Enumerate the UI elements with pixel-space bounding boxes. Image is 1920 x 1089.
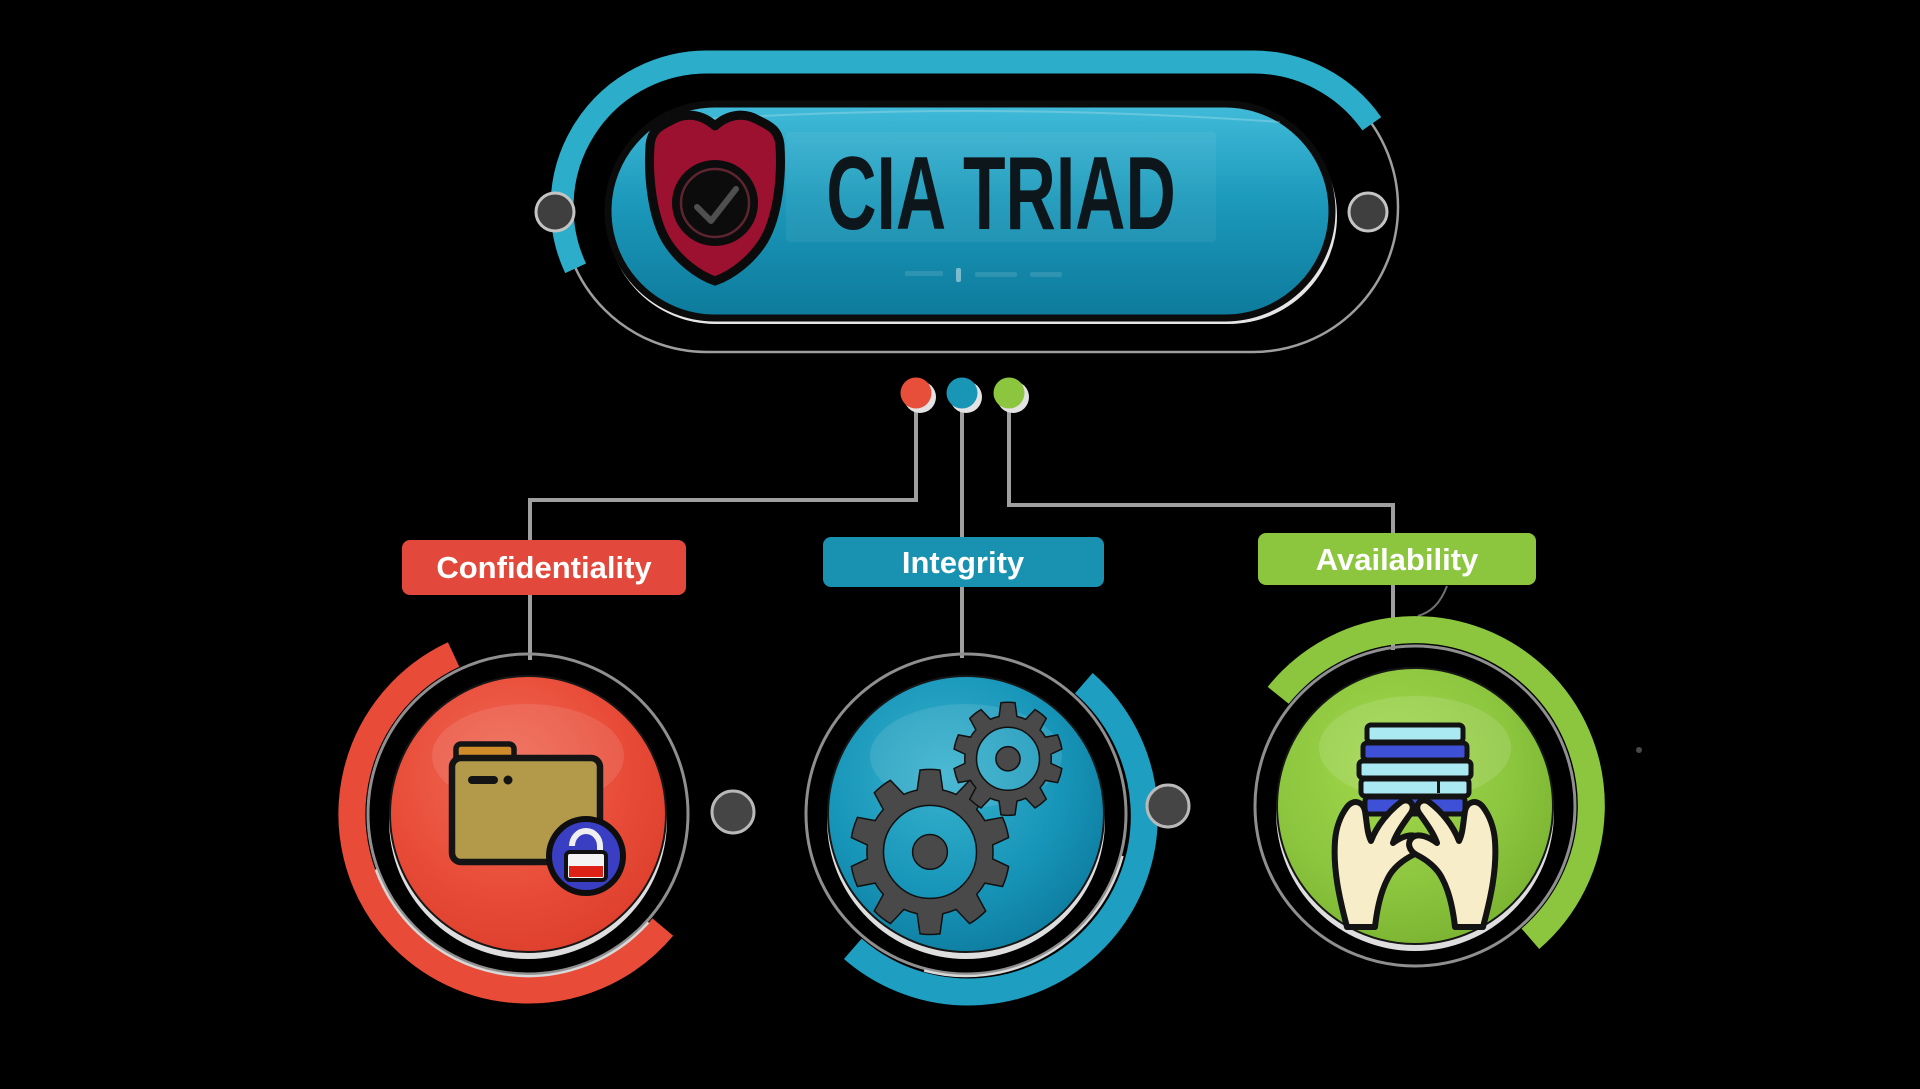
title-text: CIA TRIAD bbox=[826, 135, 1176, 251]
watermark-smudge bbox=[905, 268, 1062, 282]
shield-badge-circle bbox=[672, 160, 758, 246]
folder-detail-dash bbox=[468, 776, 498, 784]
capsule-left-dot bbox=[534, 191, 576, 233]
circle-confidentiality bbox=[338, 642, 690, 1004]
large-gear-icon: ⚙ bbox=[831, 726, 1028, 982]
lock-shackle bbox=[569, 828, 603, 854]
branch-label-availability: Availability bbox=[1258, 533, 1536, 585]
shield-check-icon bbox=[645, 110, 785, 286]
circle-integrity: ⚙ ⚙ bbox=[804, 652, 1158, 1006]
title-pill bbox=[604, 100, 1336, 322]
header-capsule: CIA TRIAD bbox=[534, 50, 1400, 354]
small-gear-icon: ⚙ bbox=[941, 674, 1075, 848]
integrity-circle bbox=[827, 675, 1105, 953]
branch-label-confidentiality: Confidentiality bbox=[402, 540, 686, 595]
integrity-arc bbox=[843, 673, 1158, 1006]
confidentiality-arc bbox=[338, 642, 674, 1004]
integrity-arc-sheen bbox=[923, 855, 1124, 978]
integrity-highlight bbox=[870, 704, 1062, 808]
node-dot-right bbox=[1145, 783, 1191, 829]
hands-server-icon bbox=[1331, 722, 1499, 930]
integrity-label-box bbox=[823, 537, 1104, 587]
connector-lines bbox=[528, 400, 1448, 660]
circle-availability bbox=[1253, 616, 1605, 968]
capsule-right-dot bbox=[1347, 191, 1389, 233]
folder-detail-dot bbox=[503, 775, 513, 785]
folder-lock-icon bbox=[448, 741, 626, 896]
red-dot bbox=[900, 377, 932, 409]
confidentiality-label-box bbox=[402, 540, 686, 595]
pill-highlight-panel bbox=[786, 132, 1216, 242]
branch-label-integrity: Integrity bbox=[823, 537, 1104, 587]
availability-label-box bbox=[1258, 533, 1536, 585]
tiny-speck bbox=[1636, 747, 1642, 753]
availability-thin-ring bbox=[1253, 644, 1577, 968]
blue-dot bbox=[946, 377, 978, 409]
availability-label: Availability bbox=[1316, 542, 1479, 577]
connector-dots bbox=[900, 377, 1029, 413]
green-dot bbox=[993, 377, 1025, 409]
confidentiality-thin-ring bbox=[366, 652, 690, 976]
confidentiality-arc-sheen bbox=[374, 868, 650, 978]
right-hand bbox=[1406, 797, 1499, 930]
integrity-label: Integrity bbox=[902, 545, 1025, 580]
availability-arc bbox=[1267, 616, 1605, 949]
server-stack bbox=[1356, 722, 1474, 817]
integrity-thin-ring bbox=[804, 652, 1128, 976]
confidentiality-label: Confidentiality bbox=[436, 550, 652, 585]
lock-body-red-band bbox=[569, 866, 603, 877]
node-dot-left bbox=[710, 789, 756, 835]
page-title: CIA TRIAD bbox=[826, 135, 1176, 251]
gears-icon: ⚙ ⚙ bbox=[830, 673, 1077, 984]
shield-badge-ring bbox=[679, 167, 751, 239]
check-mark-icon bbox=[694, 186, 739, 224]
pen-squiggle bbox=[1417, 585, 1448, 617]
